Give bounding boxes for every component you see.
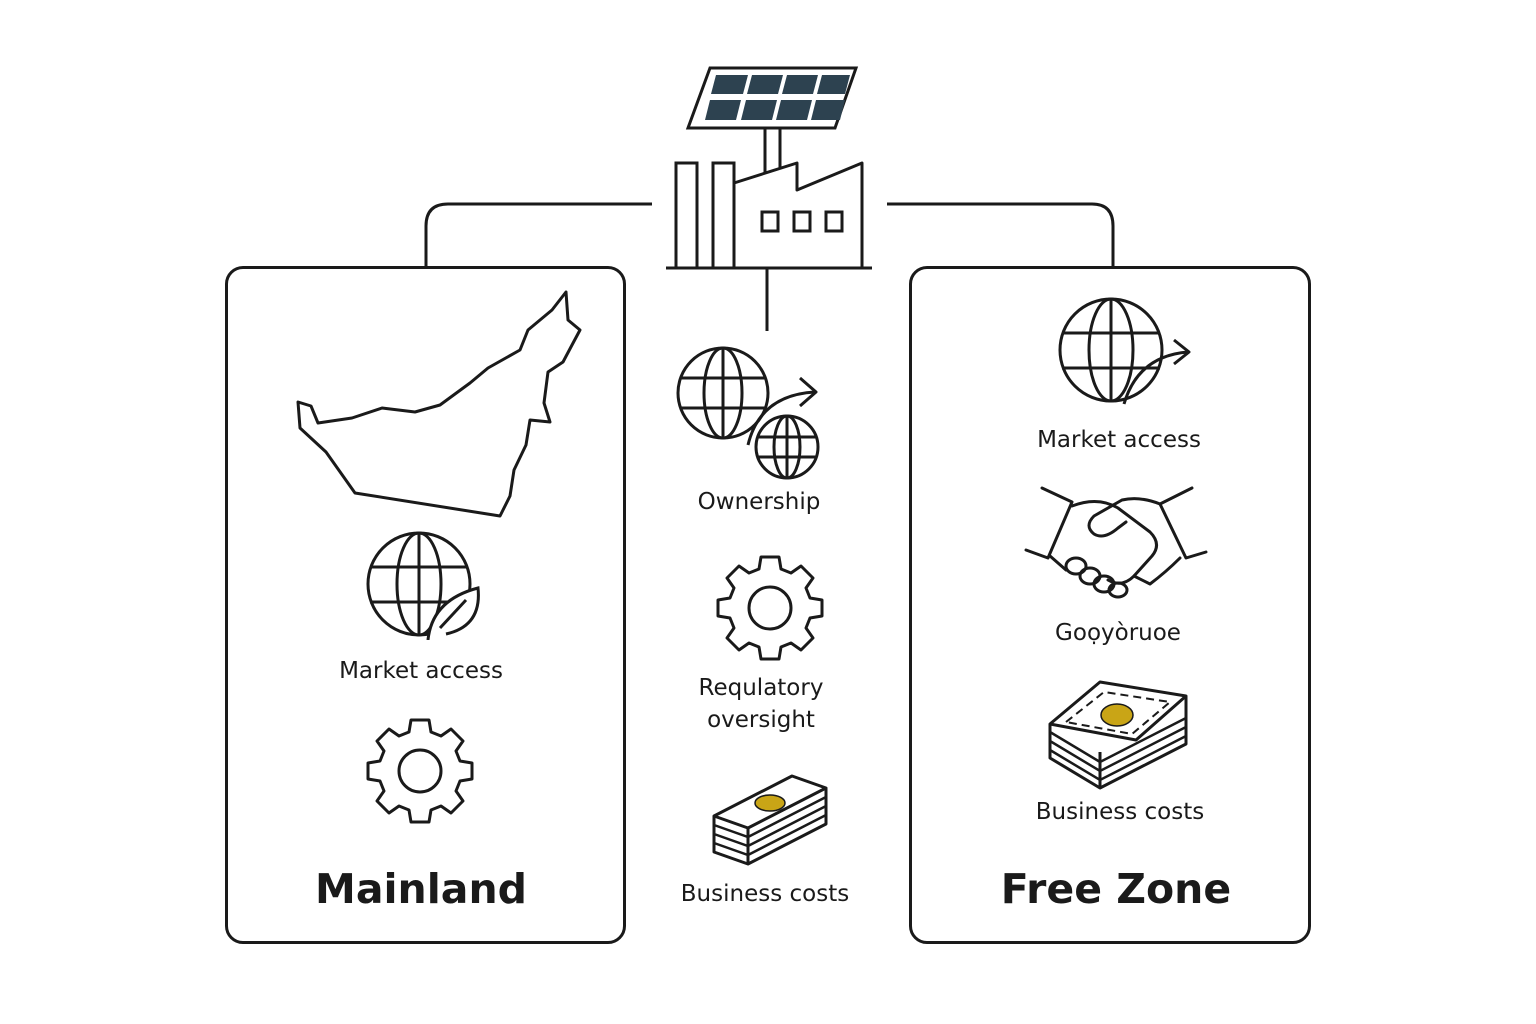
globe-arrow-icon (1058, 297, 1191, 405)
freezone-market-access-label: Market access (1037, 427, 1201, 453)
regulatory-oversight-label: Requlatory oversight (698, 675, 824, 733)
cash-stack-icon (712, 774, 828, 866)
mainland-title: Mainland (315, 865, 527, 913)
ownership-label: Ownership (697, 489, 821, 515)
center-business-costs-label: Business costs (680, 881, 850, 907)
handshake-icon (1024, 486, 1208, 599)
governance-label: Goọyòruoe (1055, 620, 1181, 646)
connector-right (887, 202, 1115, 266)
mainland-market-access-label: Market access (339, 658, 503, 684)
free-zone-title: Free Zone (1000, 865, 1232, 913)
gear-icon (366, 718, 474, 824)
globe-leaf-icon (366, 531, 480, 640)
mainland-panel (225, 266, 626, 944)
connector-left (424, 202, 652, 266)
two-globes-icon (676, 346, 820, 480)
factory-solar-icon (666, 66, 872, 270)
freezone-business-costs-label: Business costs (1035, 799, 1205, 825)
cash-stack-icon (1048, 680, 1188, 790)
uae-map-icon (296, 290, 582, 518)
gear-icon (716, 555, 824, 661)
